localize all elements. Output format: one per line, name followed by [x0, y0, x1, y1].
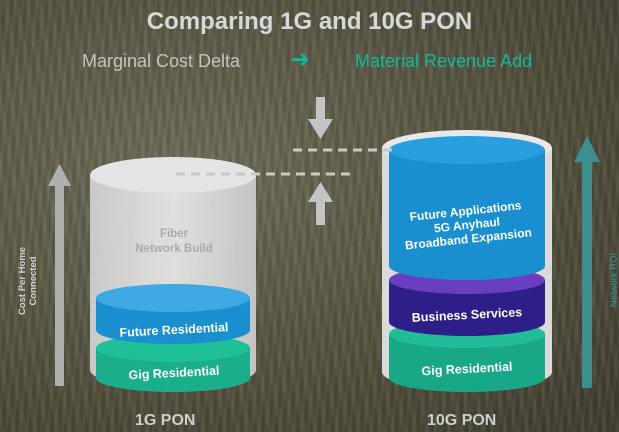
network-build-label: Network Build [135, 243, 213, 255]
cylinder-1g [90, 157, 256, 392]
roi-axis-arrow [574, 136, 600, 388]
fiber-label: Fiber [159, 228, 189, 240]
10g-pon-label: 10G PON [427, 412, 497, 429]
cost-axis-label-line2: Connected [28, 256, 39, 306]
cylinder-10g [382, 130, 552, 392]
revenue-add-label: Material Revenue Add [355, 51, 533, 71]
right-arrow-icon: ➜ [290, 46, 311, 73]
1g-pon-label: 1G PON [135, 412, 196, 429]
down-arrow-icon [308, 97, 333, 139]
roi-axis-label: Network ROI [608, 252, 619, 308]
page-title: Comparing 1G and 10G PON [146, 8, 473, 35]
cost-axis-label: Cost Per Home Connected [17, 247, 39, 315]
up-arrow-icon [308, 182, 333, 225]
cost-axis-label-line1: Cost Per Home [17, 246, 28, 316]
cost-axis-arrow [48, 164, 71, 386]
marginal-cost-label: Marginal Cost Delta [82, 51, 241, 71]
